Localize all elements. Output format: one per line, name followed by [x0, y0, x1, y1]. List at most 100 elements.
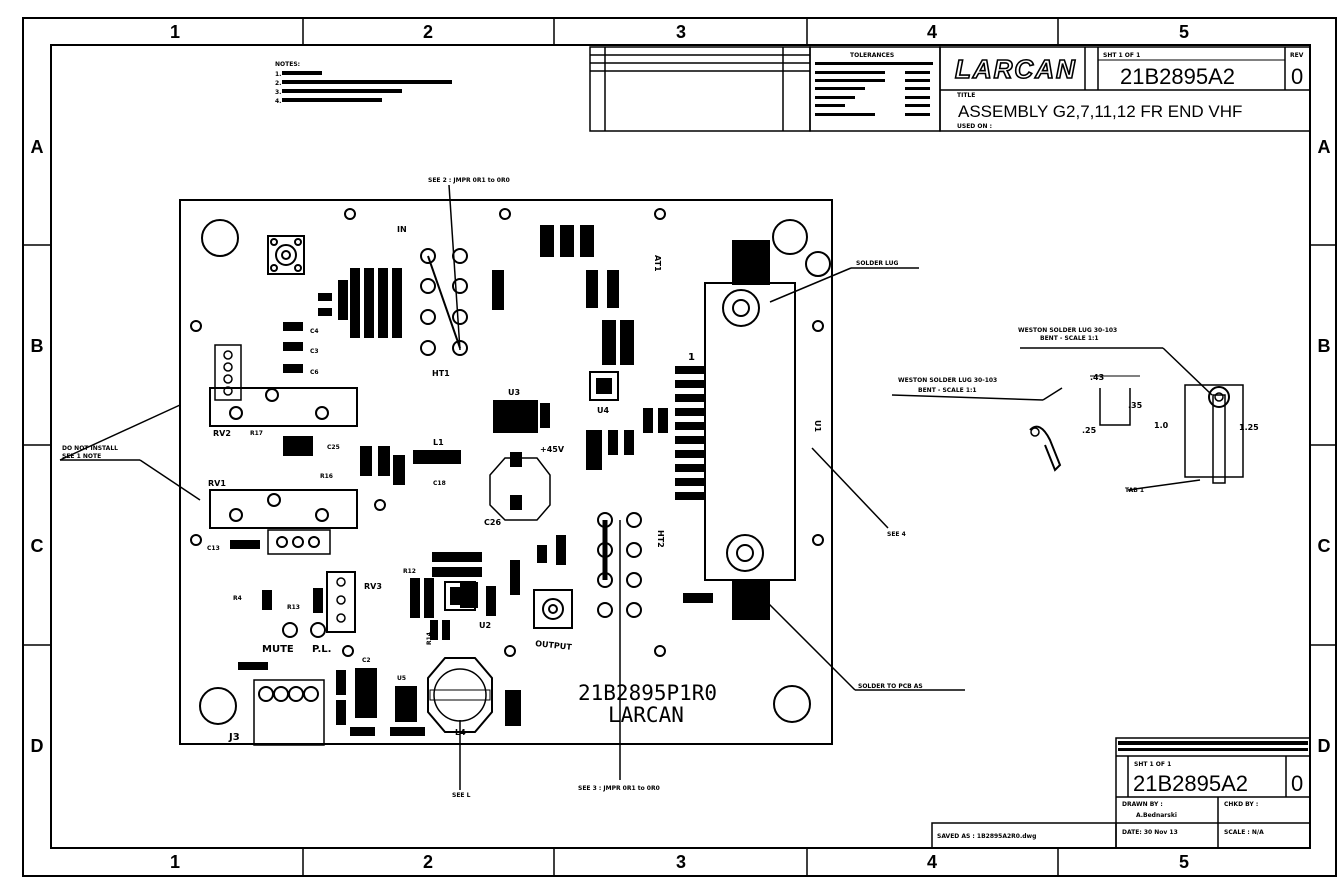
zone-col-4-bottom: 4 [927, 852, 937, 872]
zone-col-5-bottom: 5 [1179, 852, 1189, 872]
l1-label: L1 [433, 438, 444, 447]
ht2-pins [597, 512, 642, 618]
date-label: DATE: 30 Nov 13 [1122, 829, 1178, 836]
dim-125: 1.25 [1239, 423, 1259, 432]
checked-by-label: CHKD BY : [1224, 801, 1258, 808]
pl-label: P.L. [312, 644, 331, 655]
u2-ic: U2 [444, 581, 491, 630]
c26-label: C26 [484, 518, 501, 527]
doc-number: 21B2895A2 [1120, 64, 1235, 89]
zone-row-a-left: A [31, 137, 44, 157]
bent-note-2: BENT - SCALE 1:1 [918, 387, 977, 394]
zone-col-3-top: 3 [676, 22, 686, 42]
svg-text:4.: 4. [275, 98, 281, 105]
u5-label: U5 [397, 675, 406, 682]
u3-regulator: U3 +45V [493, 388, 565, 454]
at1-label: AT1 [653, 255, 662, 272]
zone-dividers [23, 18, 1336, 876]
revision-block [589, 46, 811, 132]
zone-row-c-left: C [31, 536, 44, 556]
zone-col-5-top: 5 [1179, 22, 1189, 42]
solder-lug-note: SOLDER LUG [856, 260, 899, 267]
mounting-holes [199, 219, 831, 725]
in-connector [267, 235, 305, 275]
saved-as-label: SAVED AS : 1B2895A2R0.dwg [937, 833, 1036, 840]
c3-label: C3 [310, 348, 319, 355]
see-l-note: SEE L [452, 792, 471, 799]
see-note-label: SEE 1 NOTE [62, 453, 101, 460]
c25-label: C25 [327, 444, 340, 451]
ht2-label: HT2 [656, 530, 665, 548]
tolerances-label: TOLERANCES [850, 52, 894, 59]
zone-col-3-bottom: 3 [676, 852, 686, 872]
output-label: OUTPUT [535, 639, 573, 652]
rv3-potentiometer: RV3 [326, 571, 382, 633]
ht1-pins [420, 248, 468, 356]
zone-row-b-right: B [1318, 336, 1331, 356]
smd-components [230, 225, 713, 736]
drawer-name: A.Bednarski [1136, 812, 1177, 819]
zone-col-2-bottom: 2 [423, 852, 433, 872]
solder-pcb-note: SOLDER TO PCB AS [858, 683, 923, 690]
tab-1-label: TAB 1 [1125, 487, 1144, 494]
lower-title-block: SHT 1 OF 1 21B2895A2 0 DRAWN BY : A.Bedn… [931, 737, 1311, 849]
rev-label: REV [1290, 52, 1304, 59]
vias [190, 208, 824, 657]
lower-doc-number: 21B2895A2 [1133, 771, 1248, 796]
see-4-note: SEE 4 [887, 531, 906, 538]
weston-note-1: WESTON SOLDER LUG 30-103 [1018, 327, 1117, 334]
lower-sheet-label: SHT 1 OF 1 [1134, 761, 1171, 768]
svg-text:2.: 2. [275, 80, 281, 87]
title-label: TITLE [957, 92, 975, 99]
dim-10: 1.0 [1154, 421, 1169, 430]
u1-power-device: U1 1 [688, 240, 822, 620]
zone-row-d-left: D [31, 736, 44, 756]
r17-label: R17 [250, 430, 263, 437]
svg-text:3.: 3. [275, 89, 281, 96]
pin-1-label: 1 [688, 352, 695, 363]
u2-label: U2 [479, 621, 491, 630]
company-logo: LARCAN [955, 54, 1077, 84]
bent-note-1: BENT - SCALE 1:1 [1040, 335, 1099, 342]
r13-label: R13 [287, 604, 300, 611]
lug-detail-view: WESTON SOLDER LUG 30-103 BENT - SCALE 1:… [898, 327, 1259, 494]
used-on-label: USED ON : [957, 123, 992, 130]
u4-ic: U4 [589, 371, 619, 415]
u1-label: U1 [813, 420, 822, 432]
weston-note-2: WESTON SOLDER LUG 30-103 [898, 377, 997, 384]
tolerances-block: TOLERANCES [809, 46, 941, 132]
drawn-by-label: DRAWN BY : [1122, 801, 1163, 808]
scale-label: SCALE : N/A [1224, 829, 1264, 836]
rv1-potentiometer: RV1 [208, 479, 358, 529]
zone-row-a-right: A [1318, 137, 1331, 157]
c20-label: C20 [239, 663, 252, 670]
u1-pins [675, 366, 705, 500]
ht1-label: HT1 [432, 369, 450, 378]
c2-label: C2 [362, 657, 371, 664]
pcb-outline [179, 199, 833, 745]
three-pin-header [267, 529, 331, 555]
leader-lines [59, 184, 1213, 790]
svg-text:1.: 1. [275, 71, 281, 78]
rv2-label: RV2 [213, 429, 231, 438]
zone-col-1-top: 1 [170, 22, 180, 42]
rv2-potentiometer: RV2 [209, 387, 358, 438]
zone-col-4-top: 4 [927, 22, 937, 42]
dim-43: .43 [1090, 373, 1104, 382]
zone-row-b-left: B [31, 336, 44, 356]
lower-rev-number: 0 [1291, 771, 1303, 796]
drawing-title: ASSEMBLY G2,7,11,12 FR END VHF [958, 102, 1242, 121]
r4-label: R4 [233, 595, 242, 602]
rv3-label: RV3 [364, 582, 382, 591]
r12-label: R12 [403, 568, 416, 575]
mute-label: MUTE [262, 644, 294, 655]
zone-col-2-top: 2 [423, 22, 433, 42]
zone-row-c-right: C [1318, 536, 1331, 556]
l1-inductor: L1 [413, 438, 461, 464]
notes-label: NOTES: [275, 61, 300, 68]
title-block: LARCAN SHT 1 OF 1 21B2895A2 REV 0 TITLE … [939, 46, 1311, 132]
u4-label: U4 [597, 406, 609, 415]
c13-label: C13 [207, 545, 220, 552]
r16-label: R16 [320, 473, 333, 480]
